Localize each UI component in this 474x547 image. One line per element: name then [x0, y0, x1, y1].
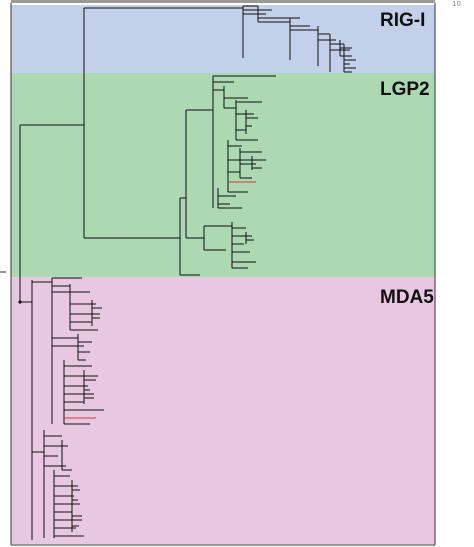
top-strip: [11, 0, 435, 3]
rig-i-band: [11, 5, 435, 73]
lgp2-label: LGP2: [380, 79, 430, 100]
lgp2-band: [11, 73, 435, 277]
phylogenetic-tree: [19, 5, 356, 540]
corner-mark: 10: [452, 0, 461, 8]
figure-frame: [0, 3, 436, 546]
mda5-label: MDA5: [380, 287, 434, 308]
root-node: [18, 300, 22, 304]
rig-i-label: RIG-I: [380, 10, 425, 31]
